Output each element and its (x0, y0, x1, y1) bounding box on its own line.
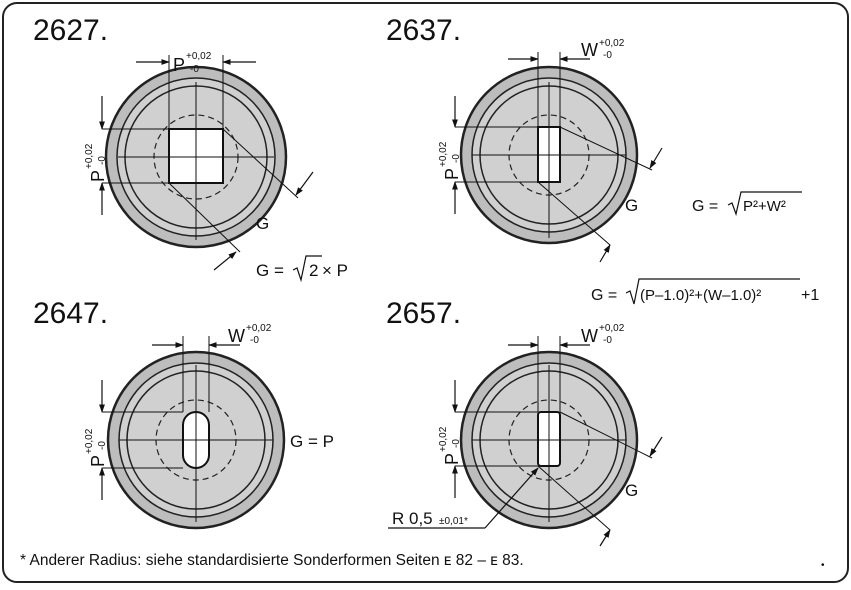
dimension-arrows (99, 342, 240, 500)
dim-letter: W (581, 326, 598, 346)
extension-lines (455, 336, 653, 531)
panel-code: 2657. (386, 297, 461, 330)
formula-lhs: G = (692, 198, 718, 215)
panel-2647: 2647. W +0,02 -0 P (33, 297, 334, 530)
dimension-arrows (452, 56, 663, 263)
dimension-arrows (452, 342, 663, 547)
sqrt-sign (625, 278, 800, 305)
dim-letter: P (442, 453, 462, 465)
panel-code: 2627. (33, 14, 108, 47)
tol-lower: -0 (97, 441, 108, 450)
dim-letter: W (581, 40, 598, 60)
formula-lhs: G = (591, 287, 617, 304)
dim-top-w: W +0,02 -0 (228, 323, 272, 346)
formula-radicand: 2 (309, 261, 318, 280)
center-lines (118, 82, 274, 240)
formula-2637: G = P²+W² (692, 191, 802, 217)
tol-upper: +0,02 (599, 38, 625, 49)
tol-upper: +0,02 (186, 51, 212, 62)
radius-tol: ±0,01* (439, 516, 468, 527)
extension-lines (455, 52, 653, 246)
g-label: G (625, 196, 638, 215)
dim-side-p: P +0,02 -0 (438, 141, 462, 180)
tol-lower: -0 (451, 154, 462, 163)
tol-upper: +0,02 (599, 323, 625, 334)
tol-upper: +0,02 (84, 143, 95, 169)
tol-lower: -0 (603, 50, 612, 61)
tol-lower: -0 (603, 335, 612, 346)
formula-lhs: G = (256, 261, 284, 280)
dim-top-p: P +0,02 -0 (173, 51, 212, 75)
extension-lines (102, 336, 210, 469)
radius-callout: R 0,5 ±0,01* (388, 467, 539, 529)
center-lines (119, 365, 273, 522)
dim-letter: P (173, 55, 185, 75)
dim-side-p: P +0,02 -0 (438, 426, 462, 465)
tol-lower: -0 (97, 156, 108, 165)
formula-rhs: × P (322, 261, 348, 280)
dim-side-p: P +0,02 -0 (84, 143, 108, 182)
g-label: G = P (290, 432, 334, 451)
formula-radicand: (P–1.0)²+(W–1.0)² (640, 287, 761, 304)
dim-letter: W (228, 326, 245, 346)
sqrt-sign (727, 191, 802, 217)
panel-2627: 2627. P +0,0 (33, 14, 348, 283)
center-lines (472, 365, 626, 522)
radius-main: R 0,5 (392, 509, 433, 528)
dim-letter: P (88, 170, 108, 182)
g-label: G (625, 481, 638, 500)
tol-upper: +0,02 (84, 428, 95, 454)
sqrt-sign (292, 255, 322, 283)
formula-rhs: +1 (801, 287, 819, 304)
dim-top-w: W +0,02 -0 (581, 323, 625, 346)
radius-leader (484, 467, 539, 529)
g-label: G (256, 214, 269, 233)
tol-lower: -0 (250, 335, 259, 346)
panel-code: 2647. (33, 297, 108, 330)
tol-upper: +0,02 (246, 323, 272, 334)
tol-upper: +0,02 (438, 426, 449, 452)
extension-lines (102, 55, 299, 253)
dim-letter: P (88, 455, 108, 467)
dim-letter: P (442, 168, 462, 180)
panel-2637: 2637. W +0,0 (386, 14, 802, 263)
panel-2657: 2657. W +0,0 (386, 297, 663, 547)
panel-code: 2637. (386, 14, 461, 47)
footnote: * Anderer Radius: siehe standardisierte … (20, 552, 524, 569)
center-lines (472, 82, 626, 238)
formula-radicand: P²+W² (743, 198, 786, 215)
shared-formula: G = (P–1.0)²+(W–1.0)² +1 (591, 278, 819, 305)
tol-lower: -0 (451, 439, 462, 448)
dim-top-w: W +0,02 -0 (581, 38, 625, 61)
tol-upper: +0,02 (438, 141, 449, 167)
tol-lower: -0 (190, 64, 199, 75)
corner-mark: • (821, 560, 825, 571)
dimension-arrows (99, 59, 314, 271)
dim-side-p: P +0,02 -0 (84, 428, 108, 467)
formula-2627: G = 2 × P (256, 255, 348, 283)
